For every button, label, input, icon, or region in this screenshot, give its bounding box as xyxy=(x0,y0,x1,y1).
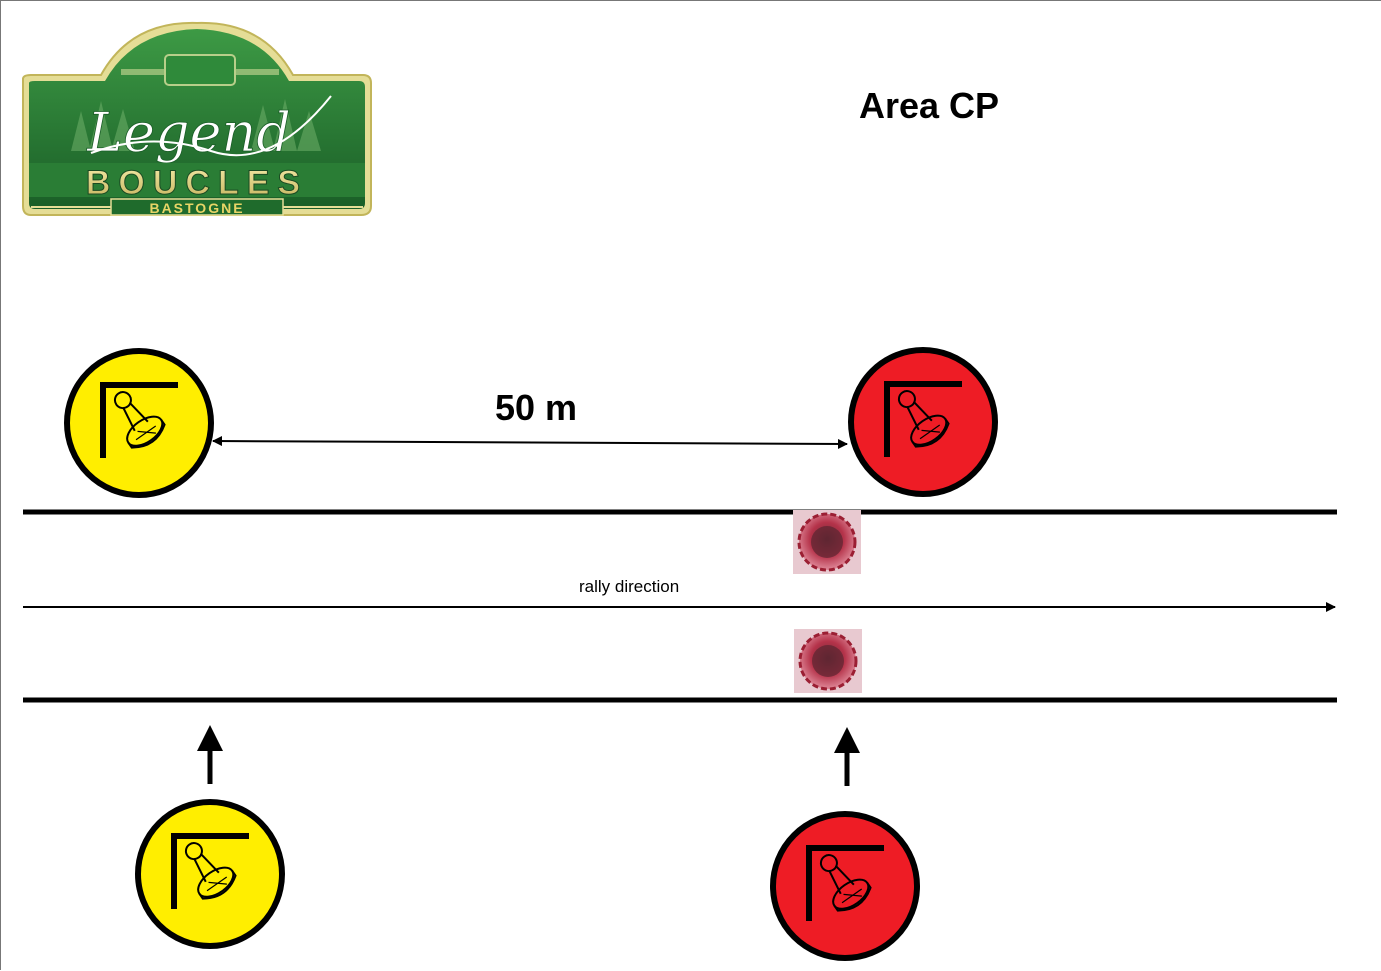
area-cp-sign-roadside xyxy=(848,347,998,497)
area-cp-sign-bottom xyxy=(770,811,920,961)
logo-script-word: Legend xyxy=(86,101,291,164)
up-arrow-icon xyxy=(834,727,860,786)
area-cp-entry-sign-roadside xyxy=(64,348,214,498)
warning-light-top xyxy=(793,510,861,574)
logo-place-word: BASTOGNE xyxy=(149,200,244,216)
distance-label: 50 m xyxy=(495,387,578,428)
up-arrow-icon xyxy=(197,725,223,784)
legend-boucles-logo: Legend BOUCLES BASTOGNE xyxy=(22,21,372,216)
area-cp-entry-sign-bottom xyxy=(135,799,285,949)
logo-main-word: BOUCLES xyxy=(86,164,308,202)
warning-light-bottom xyxy=(794,629,862,693)
rally-direction-label: rally direction xyxy=(579,577,680,596)
distance-arrow xyxy=(212,436,848,449)
page-title: Area CP xyxy=(859,85,1000,126)
